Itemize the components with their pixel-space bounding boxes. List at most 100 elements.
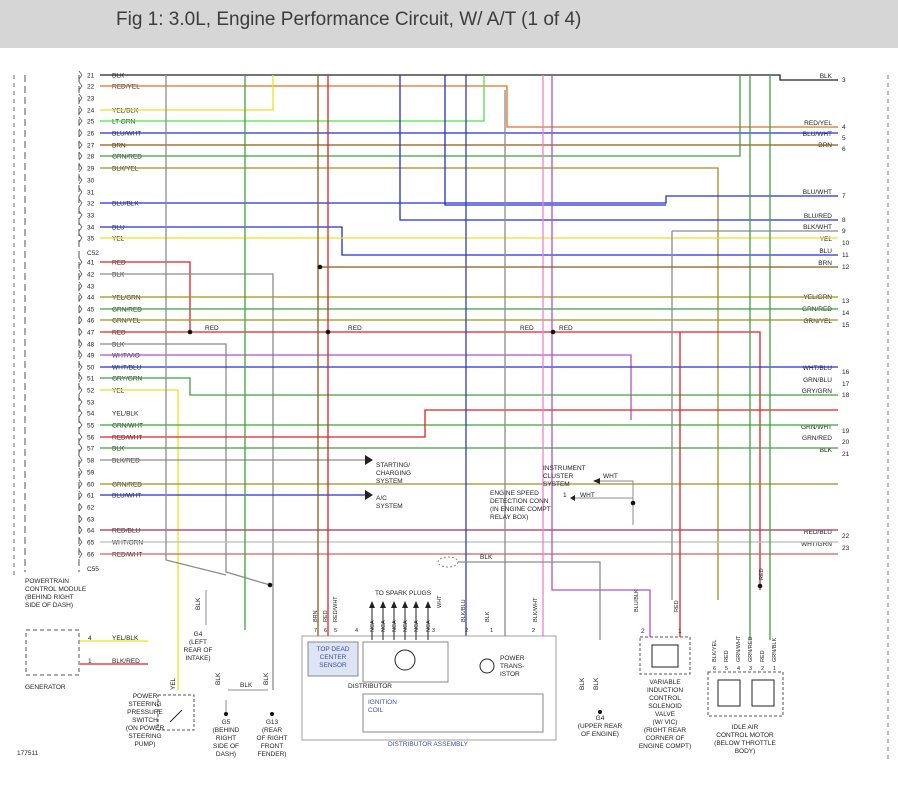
distributor-pin: 4 — [355, 628, 358, 634]
wire-wht-vio-49 — [100, 354, 632, 420]
g4-upper-label: OF ENGINE) — [581, 731, 619, 738]
ac-system-label: A/C — [376, 495, 387, 502]
pcm-wire-label: BLK/RED — [112, 458, 140, 465]
wire-blk-42 — [100, 273, 274, 690]
distributor-box — [362, 641, 449, 683]
pin-chevron — [78, 443, 83, 453]
distributor-wire-label: BLK/BLU — [461, 599, 467, 622]
pin-chevron — [78, 269, 83, 279]
vic-label: CORNER OF — [646, 735, 685, 742]
right-wire-number: 10 — [842, 240, 850, 247]
pin-chevron — [78, 397, 83, 407]
vic-box — [639, 636, 691, 675]
pcm-wire-label: RED/WHT — [112, 552, 142, 559]
right-wire-label: RED/YEL — [804, 120, 832, 127]
distributor-pin: 7 — [314, 628, 317, 634]
g4-left-label: INTAKE) — [185, 655, 210, 662]
pin-chevron — [78, 198, 83, 208]
right-wire-label: WHT/BLU — [803, 365, 833, 372]
pcm-pin-number: 53 — [87, 400, 95, 407]
wire-blk-top — [458, 561, 601, 640]
header-bar: Fig 1: 3.0L, Engine Performance Circuit,… — [0, 0, 898, 48]
pcm-wire-label: RED/WHT — [112, 435, 142, 442]
pcm-pin-number: 65 — [87, 540, 95, 547]
vic-pin: 2 — [641, 628, 645, 635]
pcm-wire-label: BRN — [112, 143, 126, 150]
pcm-pin-number: 52 — [87, 388, 95, 395]
pcm-wire-label: BLK — [112, 73, 125, 80]
connector-c52-label: C52 — [87, 250, 99, 257]
ps-switch-label: STEERING — [128, 733, 161, 740]
iac-wire-label: GRN/WHT — [736, 635, 742, 662]
vic-label: SOLENOID — [648, 703, 682, 710]
pin-chevron — [78, 339, 83, 349]
splice-red-2 — [325, 329, 331, 335]
pcm-wire-label: RED — [112, 260, 126, 267]
figure-id: 177511 — [17, 750, 39, 757]
right-wire-label: BLK — [820, 447, 833, 454]
right-wire-label: BLU/WHT — [803, 189, 832, 196]
g4-upper-label: (UPPER REAR — [578, 723, 623, 730]
vic-label: VALVE — [655, 711, 676, 718]
pcm-pin-number: 61 — [87, 493, 95, 500]
wire-blk-yel-29 — [100, 167, 719, 600]
right-wire-number: 19 — [842, 428, 850, 435]
pcm-pin-number: 60 — [87, 482, 95, 489]
spark-arrow — [425, 601, 431, 608]
iac-label: IDLE AIR — [732, 724, 759, 731]
engine-speed-connector-label: RELAY BOX) — [490, 514, 528, 521]
wire-lt-grn-25 — [100, 75, 485, 122]
g5-label: SIDE OF — [213, 743, 239, 750]
pcm-wire-label: WHT/GRN — [112, 540, 143, 547]
pcm-pin-number: 59 — [87, 470, 95, 477]
esd-pin-label: 1 — [563, 492, 567, 499]
pcm-pin-number: 26 — [87, 131, 95, 138]
g4-upper-label: G4 — [596, 715, 605, 722]
right-wire-label: RED/BLU — [804, 529, 832, 536]
pcm-wire-label: BLU/BLK — [112, 201, 139, 208]
pin-chevron — [78, 93, 83, 103]
right-wire-number: 18 — [842, 392, 850, 399]
iac-red-label: RED — [759, 568, 765, 580]
right-wire-number: 9 — [842, 228, 846, 235]
pcm-wire-label: LT GRN — [112, 119, 136, 126]
g4-upper-wire: BLK — [579, 677, 586, 690]
pcm-pin-number: 62 — [87, 505, 95, 512]
g13-label: G13 — [266, 719, 279, 726]
distributor-wire-label: BLK — [485, 611, 491, 622]
pcm-pin-number: 47 — [87, 330, 95, 337]
wht-label: WHT — [437, 595, 443, 608]
distributor-wire-label: BLK/WHT — [533, 597, 539, 622]
ps-switch-label: STEERING — [128, 701, 161, 708]
wire-red-yel-22 — [100, 85, 838, 128]
connector-c55-label: C55 — [87, 566, 99, 573]
pin-chevron — [78, 537, 83, 547]
pin-chevron — [78, 502, 83, 512]
instrument-cluster-label: SYSTEM — [543, 481, 570, 488]
pcm-pin-number: 33 — [87, 213, 95, 220]
pcm-wire-label: BLK/YEL — [112, 166, 139, 173]
iac-wire-label: GRN/RED — [748, 637, 754, 662]
pin-chevron — [78, 257, 83, 267]
right-wire-number: 7 — [842, 193, 846, 200]
starting-system-label: SYSTEM — [376, 478, 403, 485]
iac-wire-label: GRN/BLK — [772, 638, 778, 662]
splice-label: RED — [348, 325, 362, 332]
vic-label: ENGINE COMPT) — [639, 743, 691, 750]
pcm-pin-number: 49 — [87, 353, 95, 360]
pin-chevron — [78, 281, 83, 291]
pcm-wire-label: BLU/WHT — [112, 493, 141, 500]
spark-arrow — [380, 601, 386, 608]
vic-label: CONTROL — [649, 695, 681, 702]
right-wire-number: 4 — [842, 124, 846, 131]
g5-wire: BLK — [215, 672, 222, 685]
vic-wire-label: BLU/BLK — [634, 589, 640, 612]
iac-wire-label: RED — [760, 650, 766, 662]
generator-wire-label: BLK/RED — [112, 658, 140, 665]
generator-pin: 4 — [88, 635, 92, 642]
g5-ground — [224, 712, 228, 716]
right-wire-number: 13 — [842, 298, 850, 305]
g13-label: OF RIGHT — [256, 735, 287, 742]
tdc-sensor-label: TOP DEAD — [317, 646, 350, 653]
splice-red-3 — [550, 329, 556, 335]
